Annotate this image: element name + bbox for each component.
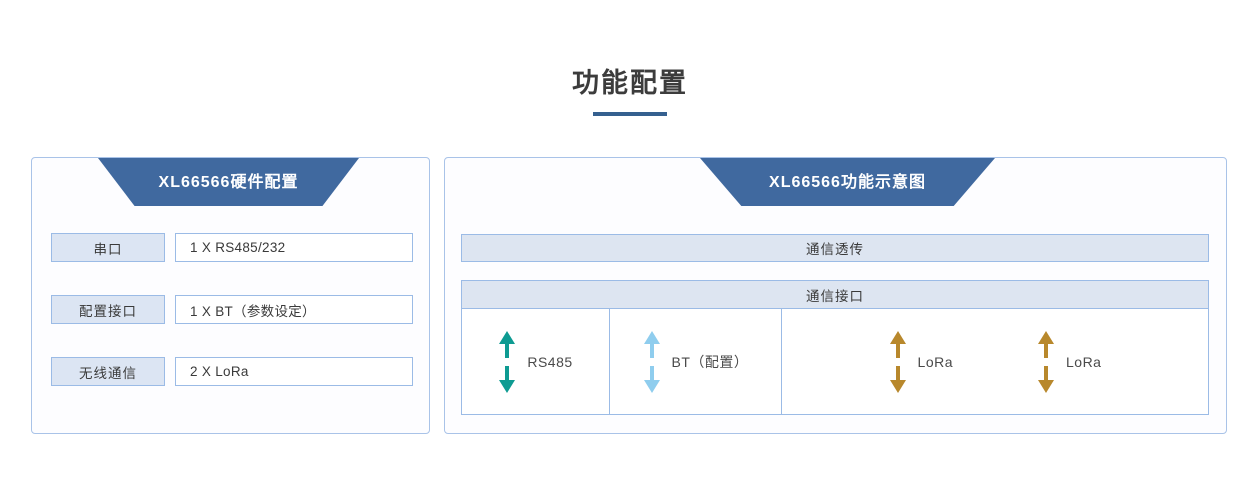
interface-cell-lora: LoRa LoRa <box>782 309 1208 414</box>
spec-label-wireless: 无线通信 <box>51 357 165 386</box>
double-arrow-vertical-icon <box>889 330 907 393</box>
interface-cell-rs485: RS485 <box>462 309 610 414</box>
interface-cells: RS485 BT（配置） <box>461 308 1209 415</box>
spec-value-wireless: 2 X LoRa <box>174 357 413 386</box>
spec-label-config-port: 配置接口 <box>51 295 165 324</box>
transmission-bar: 通信透传 <box>461 234 1209 262</box>
interface-item-lora-2: LoRa <box>1037 330 1102 393</box>
title-underline <box>593 112 667 116</box>
function-diagram-banner-label: XL66566功能示意图 <box>769 174 926 191</box>
spec-value-serial: 1 X RS485/232 <box>174 233 413 262</box>
interface-bar-label: 通信接口 <box>806 288 864 304</box>
spec-row: 无线通信 2 X LoRa <box>51 357 413 386</box>
page-title-section: 功能配置 <box>0 66 1260 116</box>
double-arrow-vertical-icon <box>498 330 516 393</box>
interface-item-bt: BT（配置） <box>643 330 749 393</box>
interface-label-rs485: RS485 <box>527 353 573 370</box>
spec-label-serial: 串口 <box>51 233 165 262</box>
hardware-config-banner-label: XL66566硬件配置 <box>158 174 299 191</box>
double-arrow-vertical-icon <box>1037 330 1055 393</box>
function-diagram-panel: XL66566功能示意图 通信透传 通信接口 RS485 <box>444 157 1227 434</box>
double-arrow-vertical-icon <box>643 330 661 393</box>
spec-row: 配置接口 1 X BT（参数设定） <box>51 295 413 324</box>
interface-bar: 通信接口 <box>461 280 1209 308</box>
interface-item-rs485: RS485 <box>498 330 573 393</box>
interface-label-lora-2: LoRa <box>1066 353 1102 370</box>
function-diagram-banner: XL66566功能示意图 <box>700 158 995 206</box>
spec-row: 串口 1 X RS485/232 <box>51 233 413 262</box>
spec-value-config-port: 1 X BT（参数设定） <box>174 295 413 324</box>
hardware-config-panel: XL66566硬件配置 串口 1 X RS485/232 配置接口 1 X BT… <box>31 157 430 434</box>
interface-cell-bt: BT（配置） <box>610 309 782 414</box>
hardware-spec-list: 串口 1 X RS485/232 配置接口 1 X BT（参数设定） 无线通信 … <box>51 233 413 386</box>
interface-label-lora-1: LoRa <box>917 353 953 370</box>
transmission-bar-label: 通信透传 <box>806 242 864 257</box>
function-diagram: 通信透传 通信接口 RS485 <box>461 234 1209 415</box>
interface-item-lora-1: LoRa <box>889 330 953 393</box>
hardware-config-banner: XL66566硬件配置 <box>98 158 359 206</box>
page-title: 功能配置 <box>572 68 688 98</box>
interface-label-bt: BT（配置） <box>671 353 749 370</box>
